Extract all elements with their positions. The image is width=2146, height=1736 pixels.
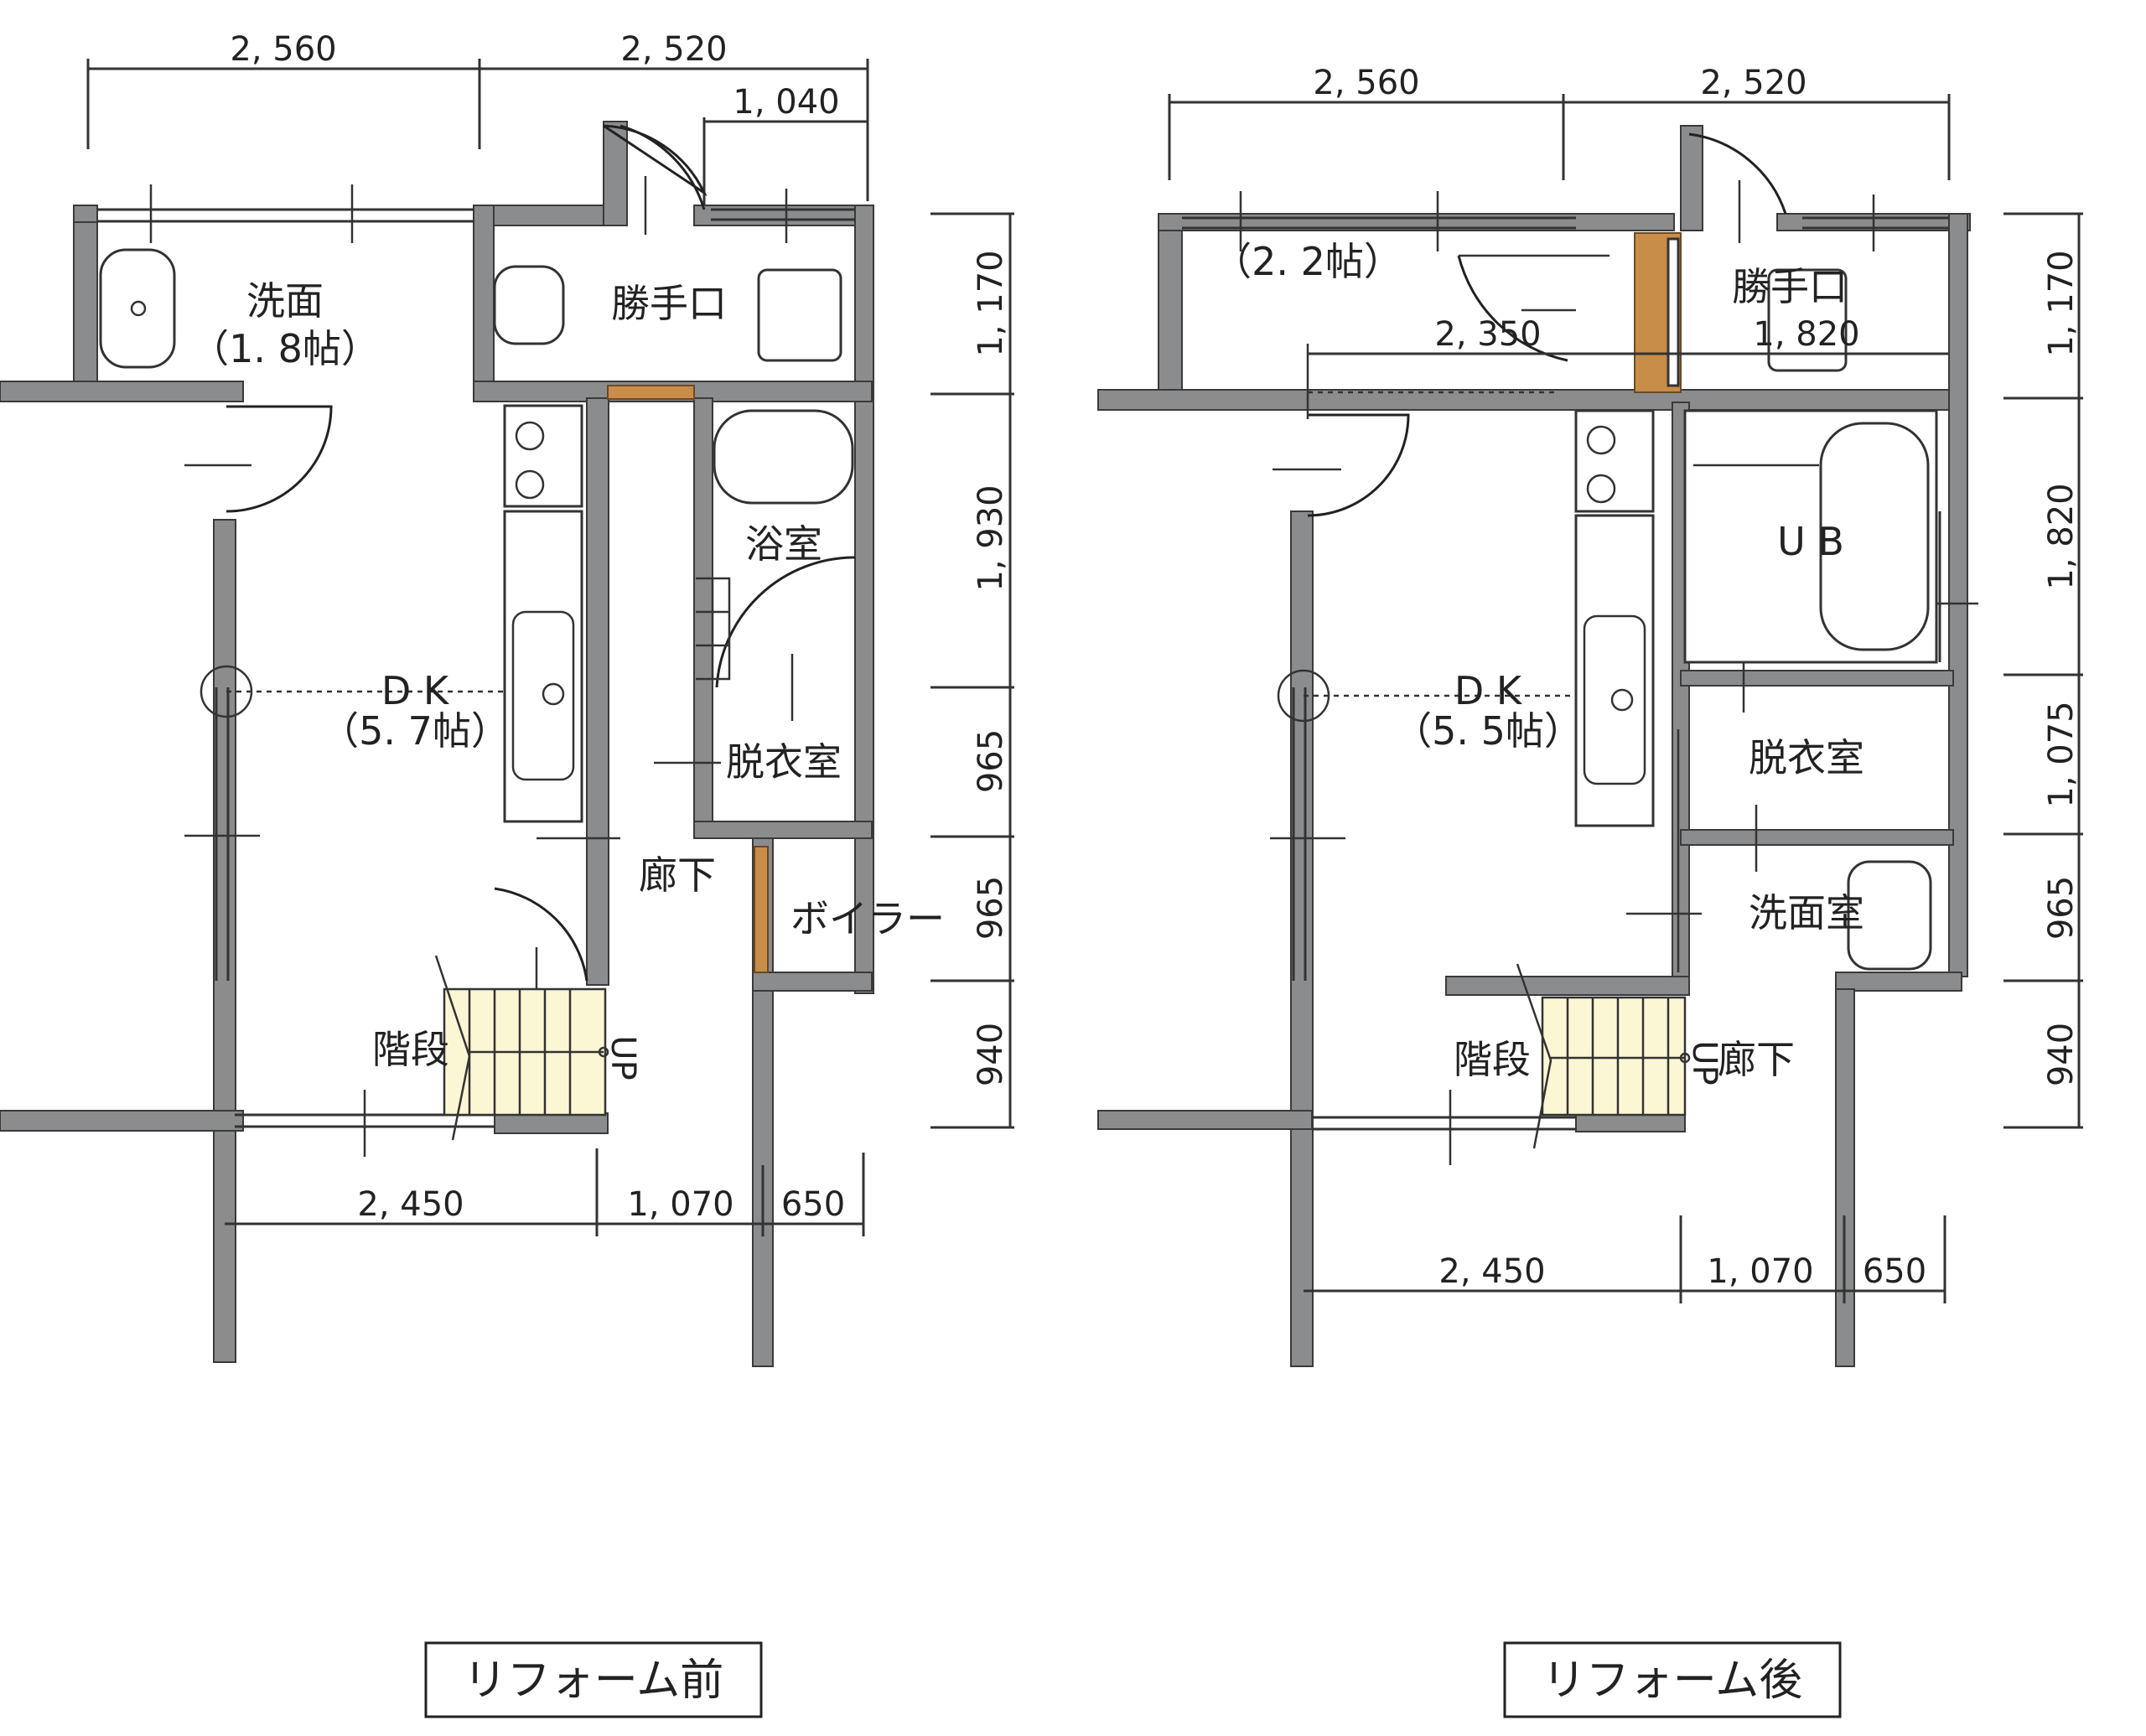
room-label-rouka: 廊下: [639, 852, 716, 898]
stairs-before: [434, 955, 609, 1141]
windows-after: [1182, 191, 1978, 1165]
stairs-up-label-after: UP: [1685, 1040, 1724, 1085]
room-label-dk-after: D K: [1454, 668, 1523, 713]
sink-counter-icon: [1574, 514, 1655, 827]
dim-right-965-after: 965: [2042, 876, 2081, 940]
dim-inner-2350: 2, 350: [1434, 315, 1541, 354]
dim-right-965b: 965: [972, 876, 1010, 940]
bathtub-icon: [713, 409, 854, 505]
caption-box-after: [1503, 1641, 1842, 1718]
dimension-bottom-after: 2, 450 1, 070 650: [1304, 1215, 1946, 1303]
windows-before: [97, 184, 855, 1157]
room-label-boiler: ボイラー: [790, 896, 945, 941]
room-size-senmen: （1. 8帖）: [190, 326, 380, 371]
plan-before: 2, 560 2, 520 1, 040: [0, 30, 1014, 1718]
sink-counter-icon: [503, 510, 583, 823]
room-label-dk: D K: [381, 668, 450, 713]
dim-bottom-650: 650: [781, 1185, 845, 1224]
room-label-katteguchi: 勝手口: [611, 281, 727, 326]
fixtures-after: [1574, 237, 1938, 971]
dim-top-2560: 2, 560: [230, 30, 336, 69]
caption-after: リフォーム後: [1542, 1656, 1802, 1706]
room-label-katteguchi-after: 勝手口: [1732, 264, 1848, 309]
washing-machine-icon: [1767, 268, 1848, 372]
dim-top-2520: 2, 520: [620, 30, 727, 69]
dim-right-1170: 1, 170: [972, 250, 1010, 356]
room-size-dk-after: （5. 5帖）: [1393, 708, 1583, 754]
dim-right-1930: 1, 930: [972, 485, 1010, 591]
room-size-dk: （5. 7帖）: [320, 708, 510, 754]
room-label-kaidan-after: 階段: [1454, 1037, 1531, 1082]
dimension-bottom-before: 2, 450 1, 070 650: [225, 1148, 865, 1236]
dim-right-965a: 965: [972, 729, 1010, 793]
dim-top-1040: 1, 040: [733, 83, 839, 122]
washing-machine-icon: [757, 268, 842, 362]
room-label-datsuishitsu: 脱衣室: [726, 739, 842, 785]
dim-inner-1820: 1, 820: [1753, 315, 1859, 354]
divider-panel-icon: [1667, 237, 1680, 387]
room-label-datsuishitsu-after: 脱衣室: [1749, 735, 1864, 780]
caption-box-before: [424, 1641, 763, 1718]
room-size-label: （2. 2帖）: [1213, 239, 1402, 284]
dim-right-940-after: 940: [2042, 1023, 2081, 1086]
dim-bottom-1070-after: 1, 070: [1707, 1252, 1813, 1291]
dim-right-1170-after: 1, 170: [2042, 250, 2081, 356]
dashed-beams-after: [1277, 344, 1949, 723]
wash-basin-icon: [493, 265, 565, 345]
wash-basin-icon: [99, 248, 176, 369]
room-label-ub: U B: [1777, 519, 1844, 564]
room-labels-after: （2. 2帖） 2, 350 1, 820 勝手口 U B D K （5. 5帖…: [1213, 239, 1864, 1086]
stove-icon: [503, 404, 583, 508]
room-labels-before: 洗面 （1. 8帖） 勝手口 浴室 D K （5. 7帖） 脱衣室 廊下 ボイラ…: [190, 278, 945, 1080]
room-label-kaidan: 階段: [372, 1027, 449, 1072]
room-label-rouka-after: 廊下: [1718, 1037, 1795, 1082]
plan-after: 2, 560 2, 520: [1097, 64, 2083, 1718]
dim-top-2560-after: 2, 560: [1313, 64, 1419, 102]
stove-icon: [1574, 409, 1655, 513]
dim-bottom-2450-after: 2, 450: [1438, 1252, 1545, 1291]
stairs-after: [1516, 963, 1691, 1149]
wash-basin-icon: [1847, 860, 1932, 971]
room-label-senmenshitsu: 洗面室: [1749, 890, 1864, 935]
room-label-yokushitsu: 浴室: [745, 521, 822, 567]
dim-right-1820-after: 1, 820: [2042, 483, 2081, 589]
dim-bottom-650-after: 650: [1863, 1252, 1926, 1291]
room-label-senmen: 洗面: [246, 278, 324, 324]
walls-before: [0, 121, 874, 1367]
caption-before: リフォーム前: [464, 1656, 723, 1706]
doors-before: [184, 124, 856, 1014]
dim-top-2520-after: 2, 520: [1700, 64, 1806, 102]
fixtures-before: [99, 248, 854, 823]
dim-bottom-1070: 1, 070: [627, 1185, 733, 1224]
dimension-top-before: 2, 560 2, 520 1, 040: [86, 30, 869, 210]
dimension-right-before: 1, 170 1, 930 965 965 940: [930, 212, 1014, 1129]
dim-right-1075-after: 1, 075: [2042, 701, 2081, 807]
dimension-right-after: 1, 170 1, 820 1, 075 965 940: [2003, 212, 2083, 1129]
dim-bottom-2450: 2, 450: [357, 1185, 464, 1224]
dim-right-940: 940: [972, 1023, 1010, 1086]
bathtub-icon: [1819, 422, 1930, 651]
stairs-up-label: UP: [604, 1035, 642, 1080]
dimension-top-after: 2, 560 2, 520: [1168, 64, 1951, 180]
dashed-beam-before: [200, 665, 503, 718]
